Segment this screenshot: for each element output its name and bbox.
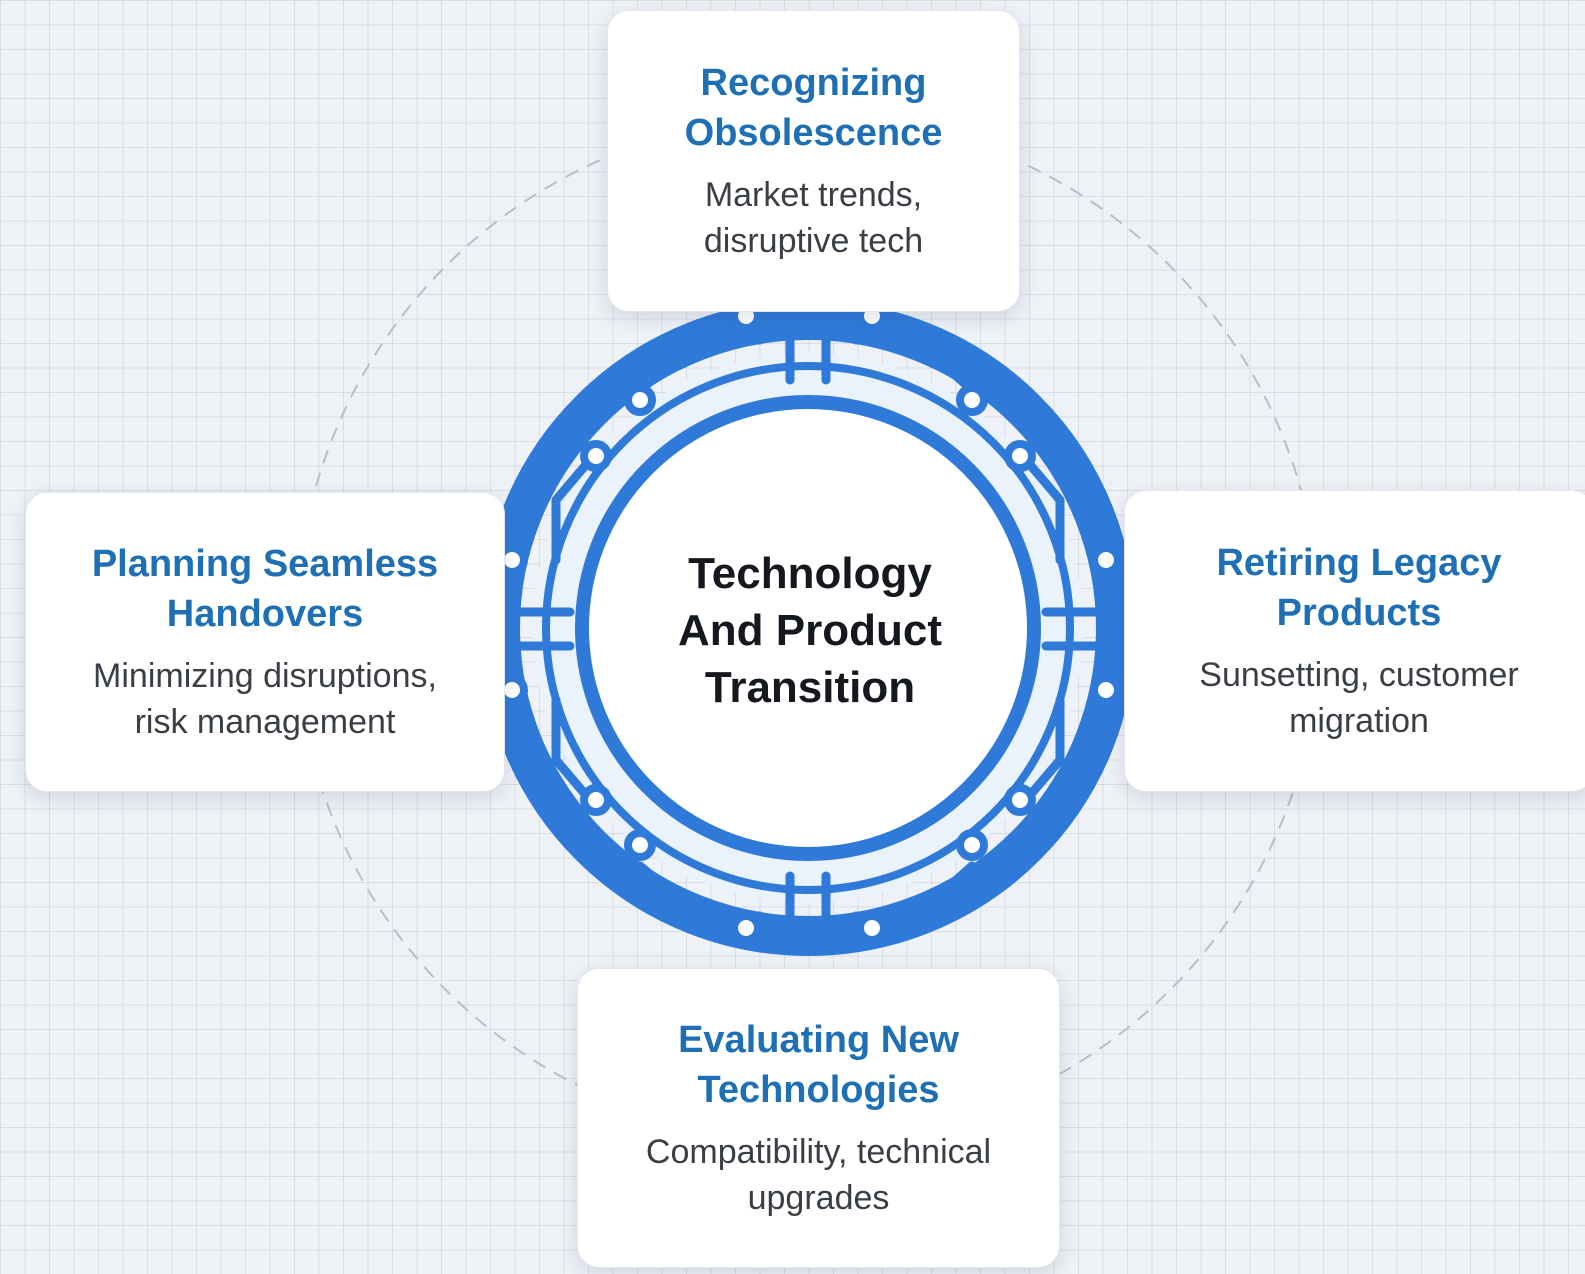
card-title-line: Retiring Legacy: [1216, 542, 1502, 584]
card-title: Recognizing Obsolescence: [685, 58, 943, 158]
middle-ring: [542, 362, 1074, 894]
card-title-line: Recognizing: [700, 62, 927, 104]
card-title-line: Obsolescence: [684, 112, 943, 154]
card-description: Sunsetting, customer migration: [1199, 652, 1518, 744]
card-title: Evaluating New Technologies: [678, 1015, 959, 1115]
card-title: Retiring Legacy Products: [1216, 538, 1501, 638]
card-desc-line: migration: [1289, 702, 1429, 740]
card-retiring-legacy-products: Retiring Legacy Products Sunsetting, cus…: [1124, 490, 1585, 792]
card-title-line: Handovers: [166, 593, 364, 635]
card-description: Minimizing disruptions, risk management: [93, 653, 437, 745]
card-desc-line: Compatibility, technical: [645, 1133, 992, 1171]
center-disk: [575, 395, 1041, 861]
center-line: And Product: [678, 605, 942, 655]
card-description: Market trends, disruptive tech: [704, 172, 923, 264]
card-evaluating-new-technologies: Evaluating New Technologies Compatibilit…: [577, 968, 1060, 1268]
card-desc-line: Sunsetting, customer: [1199, 656, 1519, 694]
card-description: Compatibility, technical upgrades: [646, 1129, 991, 1221]
center-line: Transition: [704, 662, 916, 712]
card-desc-line: Market trends,: [704, 176, 923, 214]
card-title-line: Products: [1276, 592, 1442, 634]
card-title-line: Technologies: [697, 1069, 940, 1111]
circuit-nodes: [496, 300, 1122, 944]
center-label: Technology And Product Transition: [610, 530, 1010, 730]
card-recognizing-obsolescence: Recognizing Obsolescence Market trends, …: [607, 10, 1020, 312]
card-desc-line: disruptive tech: [703, 222, 924, 260]
center-line: Technology: [688, 548, 932, 598]
card-desc-line: upgrades: [747, 1179, 890, 1217]
card-planning-seamless-handovers: Planning Seamless Handovers Minimizing d…: [25, 492, 505, 792]
card-title-line: Evaluating New: [678, 1019, 959, 1061]
card-title: Planning Seamless Handovers: [92, 539, 438, 639]
card-title-line: Planning Seamless: [91, 543, 439, 585]
card-desc-line: risk management: [134, 703, 396, 741]
card-desc-line: Minimizing disruptions,: [93, 657, 437, 695]
